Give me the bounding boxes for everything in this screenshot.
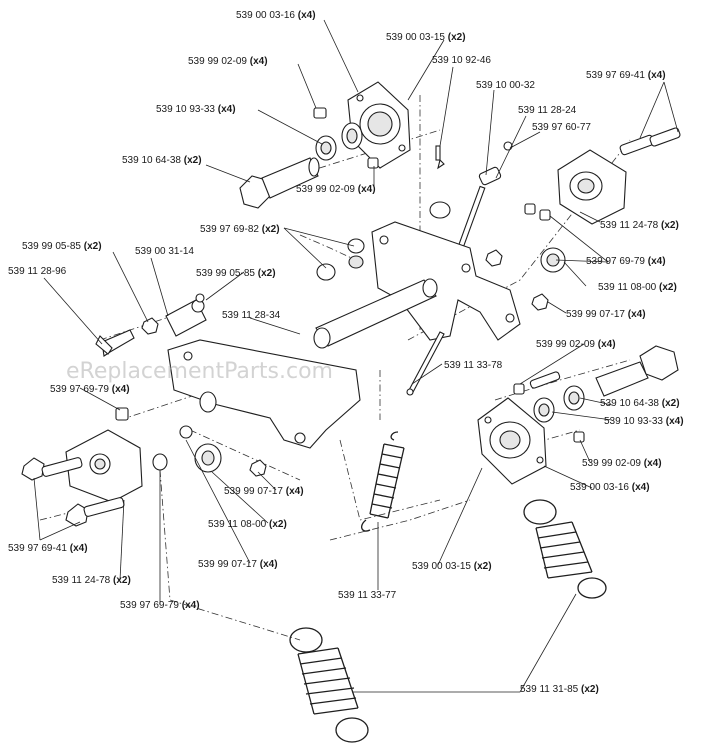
callout-c16: 539 97 69-79 (x4) xyxy=(586,256,666,267)
callout-c34: 539 00 03-15 (x2) xyxy=(412,561,492,572)
center-top-small-parts xyxy=(429,141,513,255)
callout-c1: 539 00 03-16 (x4) xyxy=(236,10,316,21)
callout-c20: 539 11 28-34 xyxy=(222,310,281,321)
callout-c14: 539 99 05-85 (x2) xyxy=(22,241,102,252)
callout-c24: 539 97 69-79 (x4) xyxy=(50,384,130,395)
callout-c3: 539 99 02-09 (x4) xyxy=(188,56,268,67)
center-washers xyxy=(316,238,365,281)
callout-c26: 539 10 93-33 (x4) xyxy=(604,416,684,427)
callout-c6: 539 97 69-41 (x4) xyxy=(586,70,666,81)
callout-c22: 539 99 02-09 (x4) xyxy=(536,339,616,350)
callout-c4: 539 10 92-46 xyxy=(432,55,491,66)
callout-c25: 539 10 64-38 (x2) xyxy=(600,398,680,409)
callout-c12: 539 11 24-78 (x2) xyxy=(600,220,679,231)
callout-c32: 539 11 24-78 (x2) xyxy=(52,575,131,586)
right-big-spring xyxy=(523,499,607,599)
right-top-bearing xyxy=(524,127,681,225)
callout-c21: 539 99 07-17 (x4) xyxy=(566,309,646,320)
right-lower-washers-bolt xyxy=(513,345,679,443)
leader-lines xyxy=(33,19,679,693)
callout-labels: 539 00 03-16 (x4) 539 00 03-15 (x2) 539 … xyxy=(8,10,684,695)
callout-c36: 539 11 33-77 xyxy=(338,590,397,601)
lower-big-spring xyxy=(289,627,369,743)
left-clevis-pin xyxy=(95,329,135,357)
callout-c5: 539 10 00-32 xyxy=(476,80,535,91)
callout-c7: 539 10 93-33 (x4) xyxy=(156,104,236,115)
left-bearing xyxy=(21,407,168,527)
right-lower-flange-bearing xyxy=(477,397,547,485)
left-lever-assembly xyxy=(141,293,207,337)
right-mounting-bracket xyxy=(371,221,521,341)
callout-c33: 539 99 07-17 (x4) xyxy=(198,559,278,570)
center-spring xyxy=(361,431,405,532)
left-mounting-bracket xyxy=(167,339,361,449)
callout-c31: 539 97 69-41 (x4) xyxy=(8,543,88,554)
callout-c10: 539 10 64-38 (x2) xyxy=(122,155,202,166)
left-hex-nut xyxy=(179,425,267,477)
callout-c17: 539 11 28-96 xyxy=(8,266,67,277)
rod-link xyxy=(406,331,445,396)
top-carriage-bolt xyxy=(239,157,320,209)
callout-c30: 539 11 08-00 (x2) xyxy=(208,519,287,530)
callout-c18: 539 99 05-85 (x2) xyxy=(196,268,276,279)
watermark-text: eReplacementParts.com xyxy=(66,359,333,384)
callout-c27: 539 99 02-09 (x4) xyxy=(582,458,662,469)
callout-c9: 539 97 60-77 xyxy=(532,122,591,133)
callout-c19: 539 11 08-00 (x2) xyxy=(598,282,677,293)
callout-c11: 539 99 02-09 (x4) xyxy=(296,184,376,195)
callout-c28: 539 00 03-16 (x4) xyxy=(570,482,650,493)
main-shaft xyxy=(313,278,438,349)
callout-c29: 539 99 07-17 (x4) xyxy=(224,486,304,497)
right-nuts xyxy=(485,247,566,311)
callout-c8: 539 11 28-24 xyxy=(518,105,577,116)
callout-c13: 539 97 69-82 (x2) xyxy=(200,224,280,235)
callout-c35: 539 97 69-79 (x4) xyxy=(120,600,200,611)
top-washers xyxy=(313,107,379,169)
callout-c15: 539 00 31-14 xyxy=(135,246,194,257)
callout-c23: 539 11 33-78 xyxy=(444,360,503,371)
callout-c2: 539 00 03-15 (x2) xyxy=(386,32,466,43)
callout-c37: 539 11 31-85 (x2) xyxy=(520,684,599,695)
